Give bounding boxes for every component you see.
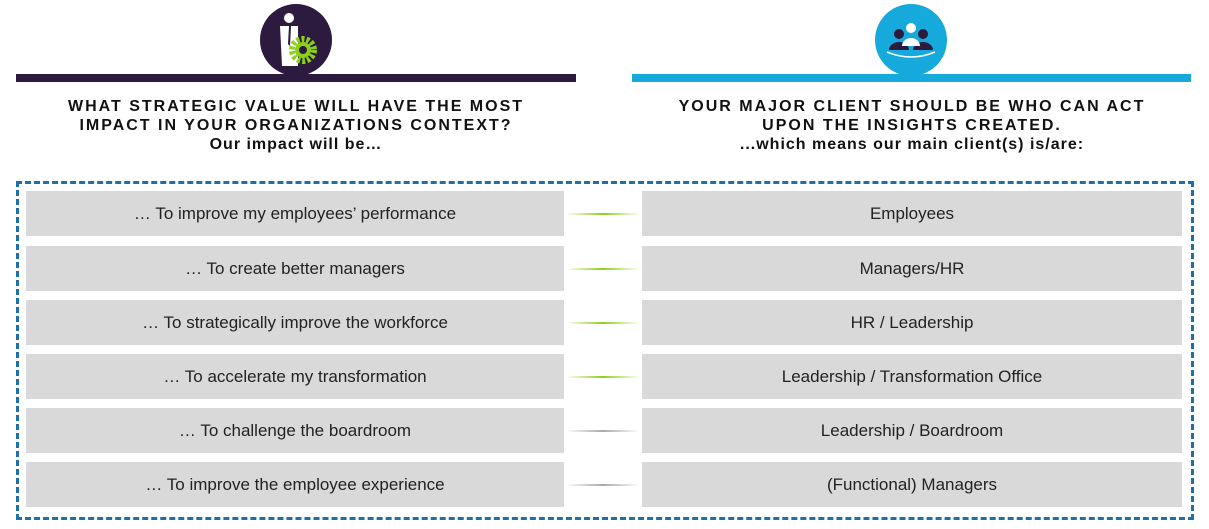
connector-line [566, 376, 640, 378]
left-title-line2: IMPACT IN YOUR ORGANIZATIONS CONTEXT? [79, 117, 513, 134]
businessman-gear-icon [260, 4, 332, 76]
client-item: Leadership / Boardroom [642, 408, 1182, 453]
right-subtitle: ...which means our main client(s) is/are… [739, 136, 1085, 153]
client-item: Leadership / Transformation Office [642, 354, 1182, 399]
left-title-line1: WHAT STRATEGIC VALUE WILL HAVE THE MOST [67, 98, 525, 115]
impact-item: … To create better managers [26, 246, 564, 291]
impact-label: … To create better managers [185, 258, 405, 278]
impact-item: … To improve the employee experience [26, 462, 564, 507]
impact-label: … To improve the employee experience [145, 474, 445, 494]
left-header-bar [16, 74, 576, 82]
client-label: HR / Leadership [850, 312, 974, 332]
impact-item: … To challenge the boardroom [26, 408, 564, 453]
impact-item: … To accelerate my transformation [26, 354, 564, 399]
impact-label: … To strategically improve the workforce [142, 312, 448, 332]
group-meeting-icon [875, 4, 947, 76]
connector-line [566, 213, 640, 215]
right-heading: YOUR MAJOR CLIENT SHOULD BE WHO CAN ACT … [632, 97, 1192, 154]
connector-line [566, 484, 640, 486]
connector-line [566, 268, 640, 270]
impact-item: … To improve my employees’ performance [26, 191, 564, 236]
client-item: (Functional) Managers [642, 462, 1182, 507]
client-label: Leadership / Boardroom [820, 420, 1004, 440]
client-item: Managers/HR [642, 246, 1182, 291]
left-subtitle: Our impact will be… [209, 136, 383, 153]
impact-label: … To challenge the boardroom [178, 420, 412, 440]
client-label: Managers/HR [859, 258, 965, 278]
impact-label: … To accelerate my transformation [163, 366, 427, 386]
client-label: Employees [869, 203, 955, 223]
left-heading: WHAT STRATEGIC VALUE WILL HAVE THE MOST … [16, 97, 576, 154]
right-title-line1: YOUR MAJOR CLIENT SHOULD BE WHO CAN ACT [678, 98, 1146, 115]
mapping-frame [16, 181, 1194, 520]
right-header-bar [632, 74, 1191, 82]
impact-item: … To strategically improve the workforce [26, 300, 564, 345]
connector-line [566, 322, 640, 324]
connector-line [566, 430, 640, 432]
client-item: Employees [642, 191, 1182, 236]
client-label: Leadership / Transformation Office [781, 366, 1043, 386]
right-title-line2: UPON THE INSIGHTS CREATED. [762, 117, 1062, 134]
client-label: (Functional) Managers [826, 474, 998, 494]
client-item: HR / Leadership [642, 300, 1182, 345]
impact-label: … To improve my employees’ performance [133, 203, 457, 223]
